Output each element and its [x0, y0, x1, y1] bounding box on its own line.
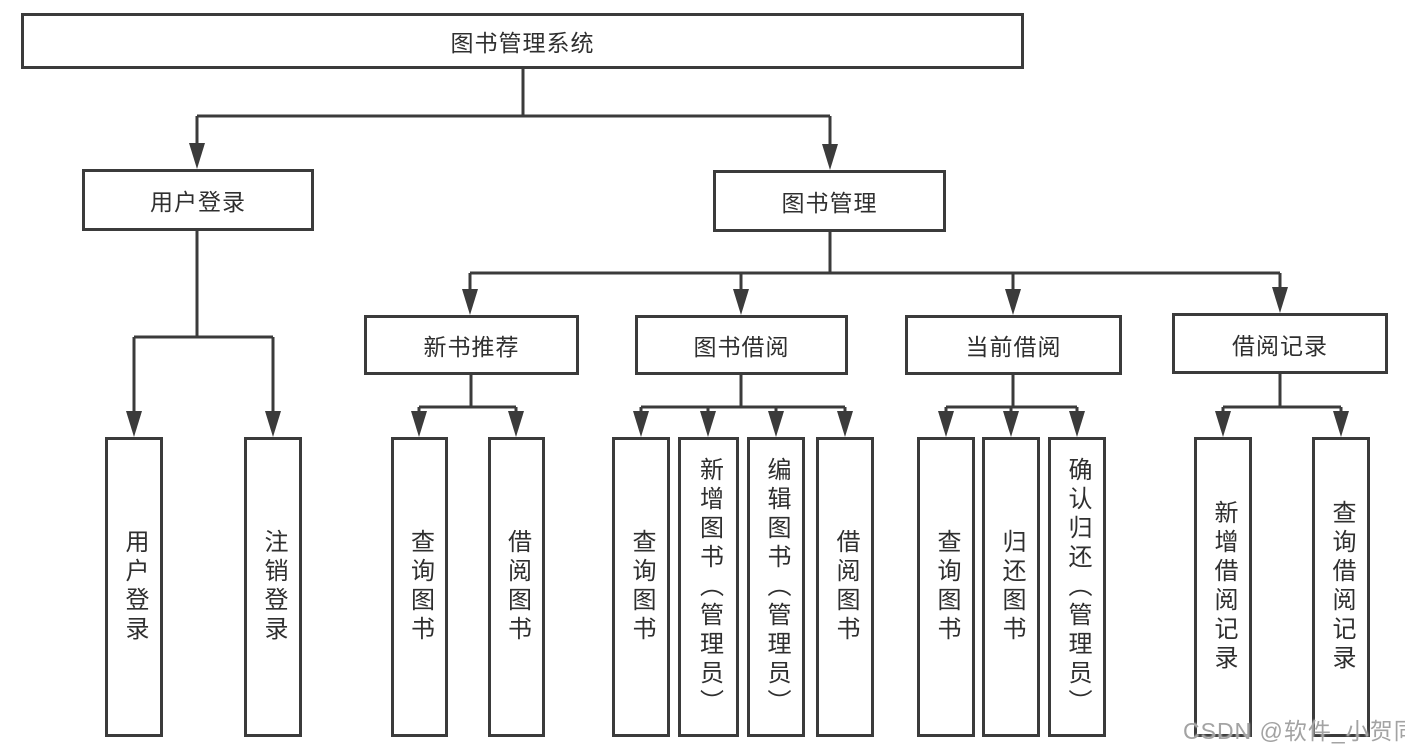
arrow-down-icon	[508, 411, 524, 437]
arrow-down-icon	[938, 411, 954, 437]
leaf-query-books-currentgroup: 查询图书	[917, 437, 975, 737]
tree-edges	[132, 69, 1343, 414]
leaf-borrow-books-borrowgroup: 借阅图书	[816, 437, 874, 737]
leaf-label: 归还图书	[998, 529, 1025, 645]
leaf-label: 编辑图书（管理员）	[763, 456, 790, 718]
node-book-management: 图书管理	[713, 170, 946, 232]
arrow-down-icon	[837, 411, 853, 437]
leaf-return-book: 归还图书	[982, 437, 1040, 737]
leaf-query-borrow-record: 查询借阅记录	[1312, 437, 1370, 737]
arrow-down-icon	[411, 411, 427, 437]
node-library-system: 图书管理系统	[21, 13, 1024, 69]
arrow-down-icon	[1005, 289, 1021, 315]
leaf-add-book-admin: 新增图书（管理员）	[678, 437, 739, 737]
arrow-down-icon	[1003, 411, 1019, 437]
leaf-label: 新增图书（管理员）	[695, 456, 723, 718]
leaf-label: 查询图书	[406, 529, 434, 645]
leaf-label: 借阅图书	[832, 529, 859, 645]
leaf-label: 用户登录	[121, 529, 148, 645]
arrow-down-icon	[633, 411, 649, 437]
arrow-down-icon	[189, 143, 205, 169]
leaf-query-books-borrowgroup: 查询图书	[612, 437, 670, 737]
arrow-down-icon	[700, 411, 716, 437]
arrow-down-icon	[1272, 287, 1288, 313]
node-borrow-records: 借阅记录	[1172, 313, 1388, 374]
node-new-book-recommend: 新书推荐	[364, 315, 579, 375]
arrow-down-icon	[126, 411, 142, 437]
leaf-label: 新增借阅记录	[1210, 500, 1237, 674]
csdn-watermark: CSDN @软件_小贺同学	[1183, 718, 1405, 744]
leaf-add-borrow-record: 新增借阅记录	[1194, 437, 1252, 737]
node-book-borrowing: 图书借阅	[635, 315, 848, 375]
leaf-label: 查询图书	[628, 529, 655, 645]
node-user-login: 用户登录	[82, 169, 314, 231]
node-current-borrowing: 当前借阅	[905, 315, 1122, 375]
leaf-logout: 注销登录	[244, 437, 302, 737]
arrow-down-icon	[1333, 411, 1349, 437]
arrow-down-icon	[768, 411, 784, 437]
leaf-borrow-books-newgroup: 借阅图书	[488, 437, 545, 737]
arrow-down-icon	[733, 289, 749, 315]
leaf-edit-book-admin: 编辑图书（管理员）	[747, 437, 805, 737]
arrowheads	[126, 143, 1349, 437]
arrow-down-icon	[265, 411, 281, 437]
arrow-down-icon	[1069, 411, 1085, 437]
arrow-down-icon	[1215, 411, 1231, 437]
leaf-label: 查询借阅记录	[1328, 500, 1355, 674]
leaf-label: 确认归还（管理员）	[1064, 456, 1091, 718]
leaf-label: 借阅图书	[503, 529, 531, 645]
arrow-down-icon	[462, 289, 478, 315]
leaf-user-login: 用户登录	[105, 437, 163, 737]
arrow-down-icon	[822, 144, 838, 170]
leaf-label: 查询图书	[933, 529, 960, 645]
leaf-query-books-newgroup: 查询图书	[391, 437, 448, 737]
leaf-label: 注销登录	[260, 529, 287, 645]
leaf-confirm-return-admin: 确认归还（管理员）	[1048, 437, 1106, 737]
